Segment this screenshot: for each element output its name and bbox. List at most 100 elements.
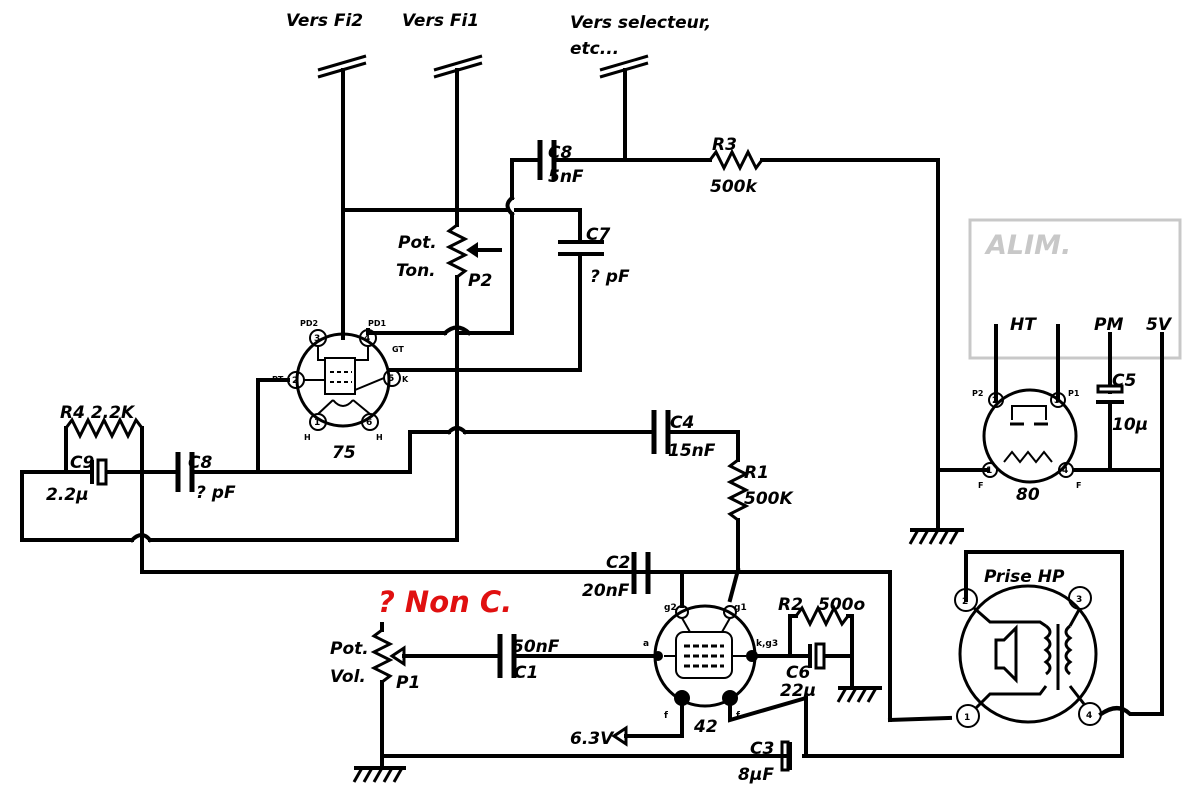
t75-gt: GT xyxy=(392,345,404,354)
resistor-r1 xyxy=(726,457,750,603)
capacitor-c5 xyxy=(1096,384,1124,404)
connector-mark-fi2 xyxy=(317,54,367,334)
wires-middle xyxy=(20,426,892,722)
ground-symbol-p1 xyxy=(352,766,406,783)
capacitor-c9 xyxy=(90,458,108,486)
t80-p1: P1 xyxy=(1068,389,1080,398)
t75-pd2: PD2 xyxy=(300,319,318,328)
c2-value: 20nF xyxy=(582,581,630,601)
capacitor-c1 xyxy=(497,634,517,678)
c6-label: C6 xyxy=(786,663,810,683)
t75-h2: H xyxy=(376,433,383,442)
c3-value: 8µF xyxy=(738,765,774,785)
vers-fi1-label: Vers Fi1 xyxy=(402,11,479,31)
alim-label: ALIM. xyxy=(984,230,1071,261)
capacitor-c8-pf xyxy=(175,452,195,492)
v5-label: 5V xyxy=(1146,315,1173,335)
hp-pin-3: 3 xyxy=(1076,595,1082,605)
r3-value: 500k xyxy=(710,177,758,197)
alim-box xyxy=(968,218,1182,360)
r1-label: R1 xyxy=(744,463,769,483)
capacitor-c2 xyxy=(631,552,684,608)
t80-f1: F xyxy=(978,481,983,490)
wires-alim xyxy=(936,324,1164,716)
pm-label: PM xyxy=(1094,315,1123,335)
c5-value: 10µ xyxy=(1112,415,1148,435)
r2-label: R2 xyxy=(778,595,803,615)
c1-value: 50nF xyxy=(512,637,560,657)
t75-k: K xyxy=(402,375,409,384)
connector-mark-fi1 xyxy=(433,54,483,227)
r4-label: R4 2.2K xyxy=(60,403,136,423)
pot-vol-text-1: Pot. xyxy=(330,639,369,659)
speaker-socket-hp xyxy=(954,584,1164,728)
resistor-r3 xyxy=(707,148,765,172)
tube-75-label: 75 xyxy=(332,443,356,463)
wires-tube42 xyxy=(412,550,1124,758)
vers-selecteur-line2: etc... xyxy=(570,39,619,59)
c2-label: C2 xyxy=(606,553,630,573)
tube-42 xyxy=(653,604,758,708)
r3-label: R3 xyxy=(712,135,737,155)
c8-top-value: 5nF xyxy=(548,167,584,187)
c8-low-label: C8 xyxy=(188,453,212,473)
tube-80-label: 80 xyxy=(1016,485,1040,505)
t42-f1: f xyxy=(664,711,668,721)
resistor-r4 xyxy=(63,416,145,440)
t75-pin-5: 5 xyxy=(388,374,394,384)
wires-tube75 xyxy=(256,325,472,542)
c7-label: C7 xyxy=(586,225,610,245)
c8-top-label: C8 xyxy=(548,143,572,163)
t80-pin-3: 3 xyxy=(1054,396,1060,406)
hp-pin-4: 4 xyxy=(1086,711,1092,721)
pot-vol-text-2: Vol. xyxy=(330,667,366,687)
r2-value: 500o xyxy=(818,595,865,615)
c7-value: ? pF xyxy=(590,267,630,287)
c1-label: C1 xyxy=(514,663,538,683)
connector-mark-selecteur xyxy=(599,54,649,162)
t75-pd1: PD1 xyxy=(368,319,387,328)
c9-label: C9 xyxy=(70,453,94,473)
ground-symbol-alim xyxy=(908,528,964,545)
r1-value: 500K xyxy=(744,489,794,509)
non-connected-note: ? Non C. xyxy=(378,585,512,619)
tube-42-label: 42 xyxy=(693,717,718,737)
c6-value: 22µ xyxy=(780,681,816,701)
t75-h1: H xyxy=(304,433,311,442)
resistor-r2 xyxy=(793,604,851,628)
t75-pin-6: 6 xyxy=(366,418,372,428)
c4-value: 15nF xyxy=(668,441,716,461)
ground-symbol-c6 xyxy=(836,686,882,703)
vers-fi2-label: Vers Fi2 xyxy=(286,11,363,31)
p1-label: P1 xyxy=(396,673,420,693)
t42-kg3: k,g3 xyxy=(756,639,778,649)
t75-pin-2: 2 xyxy=(292,376,298,386)
ht-label: HT xyxy=(1010,315,1037,335)
t80-f2: F xyxy=(1076,481,1081,490)
pot-ton-text-2: Ton. xyxy=(396,261,436,281)
vers-selecteur-line1: Vers selecteur, xyxy=(570,13,711,33)
wires-top xyxy=(341,158,940,532)
pot-ton-text-1: Pot. xyxy=(398,233,437,253)
hp-pin-1: 1 xyxy=(964,713,970,723)
c4-label: C4 xyxy=(670,413,694,433)
t75-pin-3: 3 xyxy=(314,334,320,344)
p2-label: P2 xyxy=(468,271,492,291)
c5-label: C5 xyxy=(1112,371,1136,391)
t75-pin-1: 1 xyxy=(314,418,320,428)
capacitor-c8-5nf xyxy=(537,140,557,180)
prise-hp-label: Prise HP xyxy=(984,567,1065,587)
capacitor-c6 xyxy=(808,642,826,670)
potentiometer-p1 xyxy=(370,622,792,770)
supply-arrow-6v3 xyxy=(611,725,642,747)
t80-pin-1: 1 xyxy=(986,466,992,476)
tube-75 xyxy=(287,329,401,431)
capacitor-c7 xyxy=(558,240,604,256)
capacitor-c4 xyxy=(651,410,671,454)
potentiometer-p2 xyxy=(445,222,502,432)
t42-g1: g1 xyxy=(734,603,747,613)
t42-a: a xyxy=(643,639,649,649)
v63-label: 6.3V xyxy=(570,729,615,749)
t80-pin-4: 4 xyxy=(1062,466,1068,476)
